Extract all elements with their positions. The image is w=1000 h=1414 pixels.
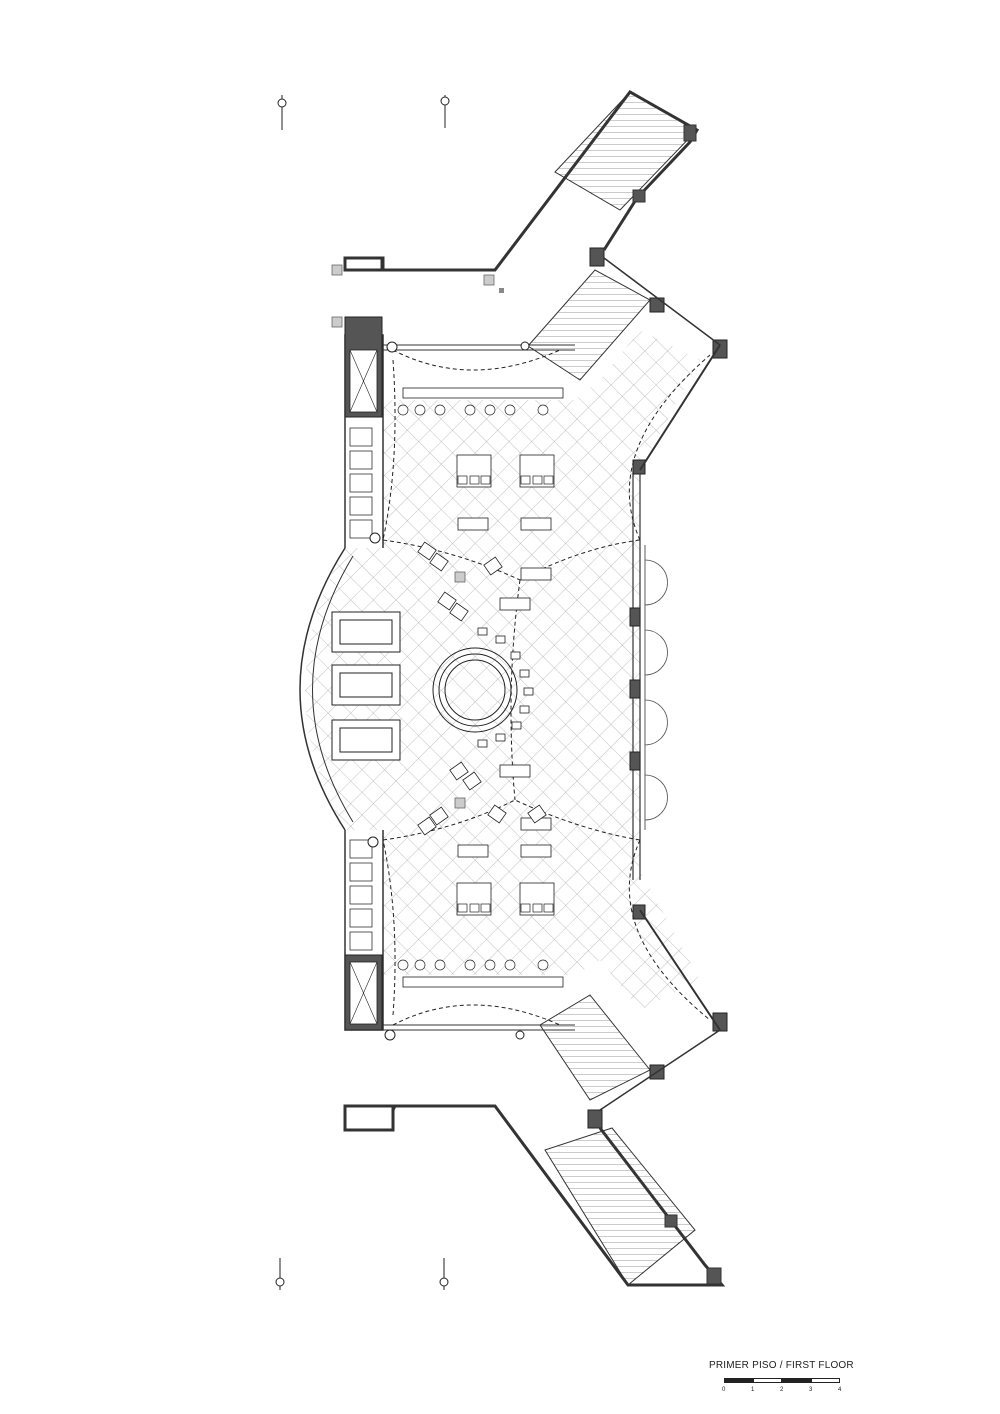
- drawing-title: PRIMER PISO / FIRST FLOOR: [709, 1360, 854, 1371]
- scale-label-2: 2: [780, 1387, 784, 1393]
- floor-tiling: [305, 330, 700, 1010]
- scale-bar: 0 1 2 3 4: [722, 1378, 844, 1408]
- scale-label-1: 1: [751, 1387, 755, 1393]
- north-wing: [343, 90, 721, 471]
- dining-chairs: [457, 475, 554, 913]
- planters: [331, 264, 495, 809]
- door-swings: [644, 559, 668, 821]
- scale-label-0: 0: [722, 1387, 726, 1393]
- scale-label-3: 3: [809, 1387, 813, 1393]
- scale-segment-2: [753, 1378, 782, 1383]
- south-wing: [343, 909, 726, 1287]
- columns: [367, 341, 530, 1041]
- marker-square: [499, 288, 504, 293]
- cabinets: [349, 427, 373, 951]
- scale-segment-3: [782, 1378, 811, 1383]
- scale-segment-4: [811, 1378, 840, 1383]
- lounge-chairs: [417, 541, 547, 836]
- round-table-center: [432, 647, 518, 733]
- bar-stools: [397, 404, 549, 971]
- round-table-seats: [477, 627, 534, 748]
- bar-counters: [402, 387, 564, 988]
- banquette-tables: [331, 611, 401, 761]
- grid-markers: [275, 95, 450, 1290]
- scale-label-4: 4: [838, 1387, 842, 1393]
- scale-segment-1: [724, 1378, 753, 1383]
